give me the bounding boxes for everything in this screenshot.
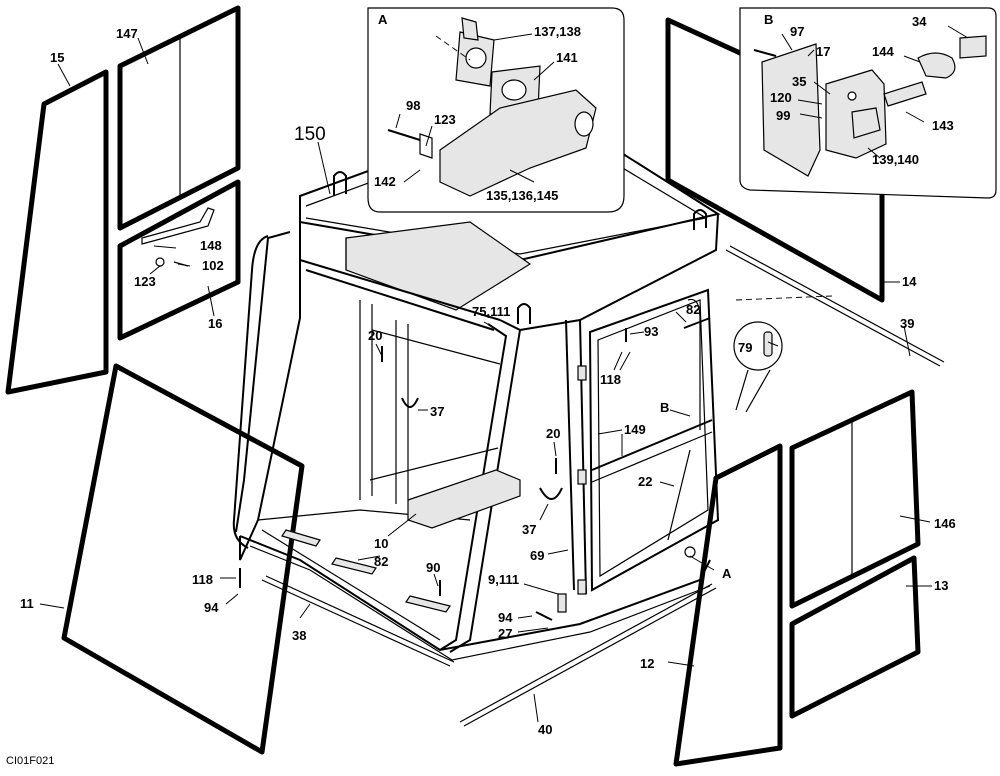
label-12: 12 — [640, 656, 654, 671]
label-10: 10 — [374, 536, 388, 551]
label-14: 14 — [902, 274, 917, 289]
callout-a: A — [367, 7, 625, 213]
label-b-34: 34 — [912, 14, 927, 29]
label-123-left: 123 — [134, 274, 156, 289]
label-b-120: 120 — [770, 90, 792, 105]
label-75-111: 75,111 — [472, 304, 510, 319]
label-b-35: 35 — [792, 74, 806, 89]
label-148: 148 — [200, 238, 222, 253]
pane-13 — [789, 555, 921, 719]
seal-strips — [261, 245, 945, 727]
label-38: 38 — [292, 628, 306, 643]
label-b-17: 17 — [816, 44, 830, 59]
label-a-137-138: 137,138 — [534, 24, 581, 39]
label-11: 11 — [20, 596, 34, 611]
callout-a-title: A — [378, 12, 388, 27]
label-69: 69 — [530, 548, 544, 563]
label-79: 79 — [738, 340, 752, 355]
label-40: 40 — [538, 722, 552, 737]
pane-12 — [673, 443, 783, 767]
label-150: 150 — [294, 124, 326, 145]
label-22: 22 — [638, 474, 652, 489]
label-20-left: 20 — [368, 328, 382, 343]
leader-lines — [39, 37, 932, 723]
label-147: 147 — [116, 26, 138, 41]
pane-15 — [5, 69, 109, 395]
label-118-door: 118 — [600, 372, 621, 387]
label-39: 39 — [900, 316, 914, 331]
label-a-142: 142 — [374, 174, 396, 189]
callout-b-title: B — [764, 12, 773, 27]
label-b-143: 143 — [932, 118, 954, 133]
label-20-mid: 20 — [546, 426, 560, 441]
label-b-97: 97 — [790, 24, 804, 39]
label-b-139-140: 139,140 — [872, 152, 919, 167]
label-a-door: A — [722, 566, 732, 581]
label-90: 90 — [426, 560, 440, 575]
label-37-mid: 37 — [522, 522, 536, 537]
pane-16 — [117, 179, 241, 341]
label-118-left: 118 — [192, 572, 213, 587]
pane-146 — [789, 389, 921, 609]
pane-147 — [117, 5, 241, 231]
label-a-141: 141 — [556, 50, 578, 65]
label-102: 102 — [202, 258, 224, 273]
label-15: 15 — [50, 50, 64, 65]
label-82-top: 82 — [686, 302, 700, 317]
label-13: 13 — [934, 578, 948, 593]
label-b-144: 144 — [872, 44, 894, 59]
label-a-135-136-145: 135,136,145 — [486, 188, 558, 203]
pane-11 — [61, 363, 305, 755]
label-149: 149 — [624, 422, 646, 437]
label-b-99: 99 — [776, 108, 790, 123]
cab-frame — [232, 151, 721, 661]
figure-code: CI01F021 — [6, 755, 54, 767]
label-16: 16 — [208, 316, 222, 331]
label-146: 146 — [934, 516, 956, 531]
label-37-left: 37 — [430, 404, 444, 419]
label-93: 93 — [644, 324, 658, 339]
label-94-left: 94 — [204, 600, 219, 615]
label-a-123: 123 — [434, 112, 456, 127]
part-labels: 150 147 15 148 102 123 16 11 118 94 38 8… — [6, 14, 956, 767]
label-27: 27 — [498, 626, 512, 641]
detail-79 — [733, 321, 783, 413]
label-94-mid: 94 — [498, 610, 513, 625]
callout-b: B — [739, 7, 997, 199]
label-82-floor: 82 — [374, 554, 388, 569]
label-a-98: 98 — [406, 98, 420, 113]
label-b-door: B — [660, 400, 669, 415]
label-9-111: 9,111 — [488, 572, 519, 587]
